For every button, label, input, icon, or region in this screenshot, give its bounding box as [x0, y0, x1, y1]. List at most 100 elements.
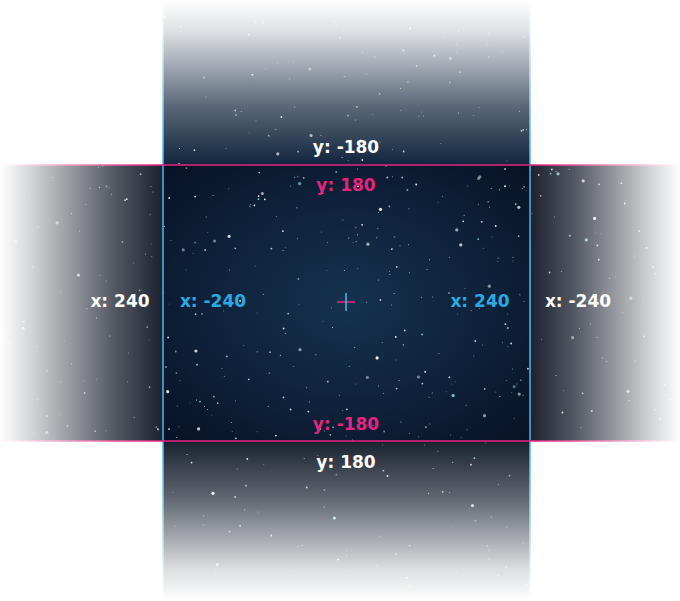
star-dot: [403, 344, 405, 346]
star-dot: [449, 376, 451, 378]
coordinate-label: y: 180: [316, 452, 375, 472]
fade-overlay: [0, 162, 162, 444]
star-dot: [197, 427, 200, 430]
coordinate-label: x: -240: [180, 291, 246, 311]
star-dot: [323, 321, 324, 322]
star-dot: [282, 230, 284, 232]
star-dot: [491, 188, 492, 189]
star-dot: [182, 248, 185, 251]
star-dot: [285, 247, 286, 248]
star-dot: [199, 401, 201, 403]
star-dot: [483, 414, 486, 417]
star-dot: [357, 168, 358, 169]
star-dot: [287, 313, 289, 315]
star-dot: [404, 330, 406, 332]
star-dot: [519, 294, 520, 295]
star-dot: [465, 288, 466, 289]
star-dot: [285, 333, 286, 334]
star-dot: [438, 202, 439, 203]
star-dot: [258, 198, 260, 200]
star-dot: [522, 188, 523, 189]
star-dot: [195, 313, 197, 315]
star-dot: [327, 381, 329, 383]
star-dot: [382, 342, 383, 343]
star-dot: [389, 206, 391, 208]
star-dot: [228, 235, 231, 238]
star-dot: [483, 248, 484, 249]
star-dot: [492, 237, 493, 238]
star-dot: [450, 434, 451, 435]
star-dot: [386, 177, 388, 179]
star-dot: [229, 269, 230, 270]
star-dot: [342, 410, 343, 411]
star-dot: [250, 204, 251, 205]
star-dot: [357, 268, 358, 269]
coordinate-label: x: -240: [545, 291, 611, 311]
star-dot: [166, 390, 169, 393]
star-dot: [504, 185, 506, 187]
star-dot: [298, 278, 300, 280]
star-dot: [290, 409, 292, 411]
star-dot: [429, 424, 430, 425]
star-dot: [510, 343, 512, 345]
star-dot: [180, 380, 181, 381]
star-dot: [473, 355, 474, 356]
star-dot: [498, 258, 499, 259]
star-dot: [512, 261, 513, 262]
star-dot: [293, 366, 294, 367]
star-dot: [165, 366, 167, 368]
star-dot: [424, 371, 426, 373]
star-dot: [175, 351, 177, 353]
star-dot: [331, 307, 332, 308]
star-dot: [449, 257, 450, 258]
star-dot: [482, 345, 483, 346]
star-dot: [499, 189, 500, 190]
star-dot: [226, 356, 228, 358]
coordinate-label: y: -180: [313, 137, 379, 157]
star-dot: [509, 185, 510, 186]
star-dot: [517, 206, 520, 209]
star-dot: [391, 304, 392, 305]
star-dot: [243, 345, 244, 346]
star-dot: [422, 383, 424, 385]
star-dot: [308, 411, 310, 413]
star-dot: [461, 437, 462, 438]
star-dot: [168, 197, 170, 199]
star-dot: [495, 392, 496, 393]
stage-field: [163, 165, 530, 441]
star-dot: [395, 336, 397, 338]
fade-overlay: [160, 442, 533, 601]
star-dot: [167, 337, 169, 339]
star-dot: [417, 375, 420, 378]
star-dot: [512, 369, 513, 370]
star-dot: [249, 206, 251, 208]
star-dot: [257, 313, 258, 314]
star-dot: [514, 418, 515, 419]
star-dot: [283, 250, 284, 251]
star-dot: [457, 314, 458, 315]
star-dot: [213, 239, 216, 242]
star-dot: [354, 347, 355, 348]
star-dot: [327, 242, 328, 243]
star-dot: [507, 327, 509, 329]
fade-overlay: [531, 162, 680, 444]
star-dot: [261, 192, 264, 195]
star-dot: [459, 243, 462, 246]
star-dot: [361, 224, 363, 226]
star-dot: [356, 241, 357, 242]
star-dot: [194, 196, 196, 198]
star-dot: [376, 356, 379, 359]
coordinate-label: x: 240: [90, 291, 149, 311]
star-dot: [234, 247, 236, 249]
star-dot: [432, 393, 433, 394]
star-dot: [335, 171, 337, 173]
coordinate-label: y: 180: [316, 175, 375, 195]
star-dot: [344, 270, 345, 271]
coordinate-label: y: -180: [313, 414, 379, 434]
star-dot: [329, 434, 331, 436]
star-dot: [283, 397, 285, 399]
star-dot: [377, 228, 378, 229]
star-dot: [268, 372, 270, 374]
star-dot: [378, 386, 379, 387]
star-dot: [448, 292, 450, 294]
